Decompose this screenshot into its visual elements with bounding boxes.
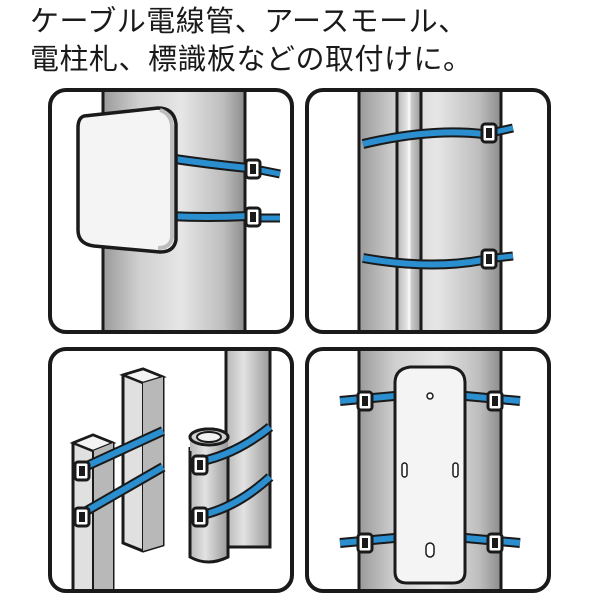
buckle-icon [191,506,209,528]
buckle-icon [480,248,498,270]
buckle-icon [244,158,262,180]
panel-box-on-pole [48,88,294,334]
conduit-on-pole-illustration [357,92,514,330]
buckle-icon [73,506,91,528]
buckle-icon [191,454,209,476]
buckle-icon [356,390,374,412]
buckle-icon [480,122,498,144]
sign-on-pole-illustration [339,351,521,589]
buckle-icon [244,206,262,228]
buckle-icon [486,390,504,412]
panel-sign-on-pole [305,347,551,593]
caption-line-1: ケーブル電線管、アースモール、 [30,4,468,38]
buckle-icon [356,532,374,554]
box-on-pole-illustration [76,92,281,330]
buckle-icon [73,460,91,482]
caption-line-2: 電柱札、標識板などの取付けに。 [30,42,473,76]
panel-conduit-on-pole [305,88,551,334]
posts-and-pipes-illustration [69,351,274,589]
caption: ケーブル電線管、アースモール、 電柱札、標識板などの取付けに。 [30,2,590,78]
buckle-icon [486,532,504,554]
panel-posts-and-pipes [48,347,294,593]
